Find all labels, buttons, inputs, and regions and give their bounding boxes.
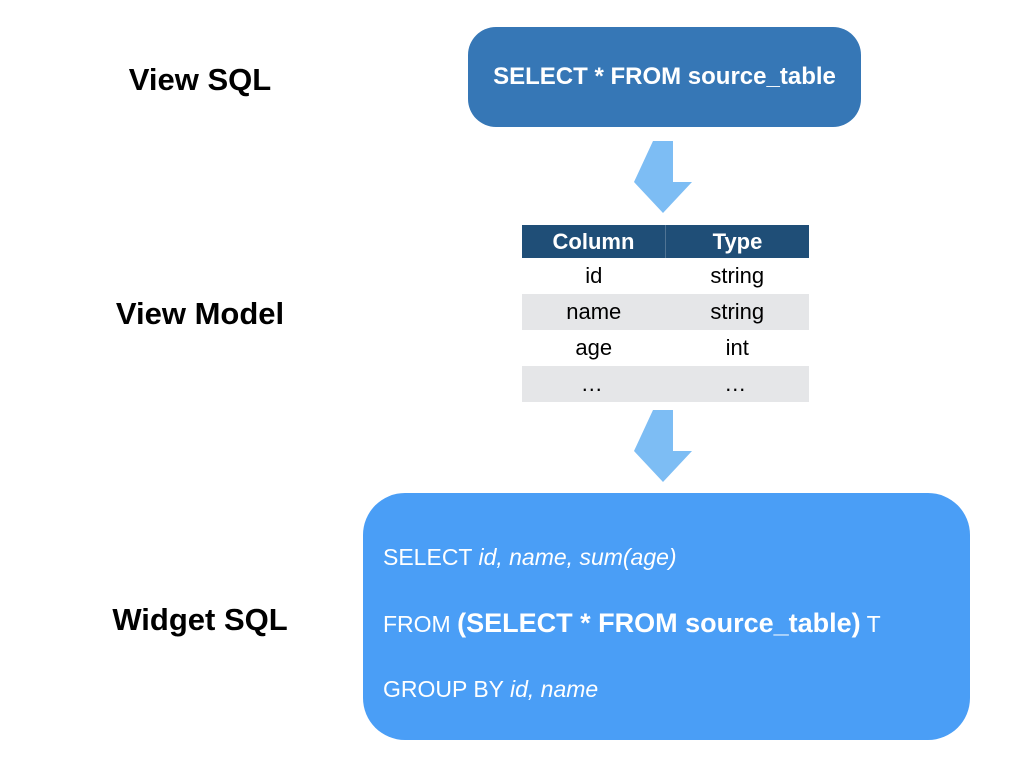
down-arrow-icon xyxy=(634,141,692,213)
column-cell: … xyxy=(522,366,666,402)
widget-sql-label: Widget SQL xyxy=(112,602,288,637)
table-header-row: Column Type xyxy=(522,225,809,258)
sql-alias: T xyxy=(860,611,881,637)
view-sql-box: SELECT * FROM source_table xyxy=(468,27,861,127)
type-cell: string xyxy=(710,263,765,288)
type-cell: string xyxy=(665,294,809,330)
table-row: id string xyxy=(522,258,809,294)
down-arrow-icon xyxy=(634,410,692,482)
view-model-label: View Model xyxy=(115,296,285,331)
sql-line-from: FROM (SELECT * FROM source_table) T xyxy=(383,609,946,637)
sql-keyword: FROM xyxy=(383,611,458,637)
type-header: Type xyxy=(665,225,809,258)
widget-sql-box: SELECT id, name, sum(age) FROM (SELECT *… xyxy=(363,493,970,740)
table-row: … … xyxy=(522,366,809,402)
column-header: Column xyxy=(522,225,666,258)
table-row: age int xyxy=(522,330,809,366)
column-cell: age xyxy=(575,335,613,360)
column-cell: name xyxy=(522,294,666,330)
sql-italic-columns: id, name, sum(age) xyxy=(478,544,677,570)
type-cell: int xyxy=(725,335,749,360)
sql-italic-columns: id, name xyxy=(509,676,599,702)
sql-keyword: SELECT xyxy=(383,544,479,570)
column-cell: id xyxy=(585,263,603,288)
sql-keyword: GROUP BY xyxy=(383,676,510,702)
view-sql-text: SELECT * FROM source_table xyxy=(493,63,836,90)
down-arrow-shape xyxy=(634,141,692,213)
view-model-table: Column Type id string name string age in… xyxy=(522,225,809,402)
view-sql-label: View SQL xyxy=(128,62,272,97)
table-row: name string xyxy=(522,294,809,330)
down-arrow-shape xyxy=(634,410,692,482)
sql-line-select: SELECT id, name, sum(age) xyxy=(383,543,946,571)
sql-subquery-bold: (SELECT * FROM source_table) xyxy=(457,608,861,638)
sql-line-groupby: GROUP BY id, name xyxy=(383,675,946,703)
type-cell: … xyxy=(665,366,809,402)
